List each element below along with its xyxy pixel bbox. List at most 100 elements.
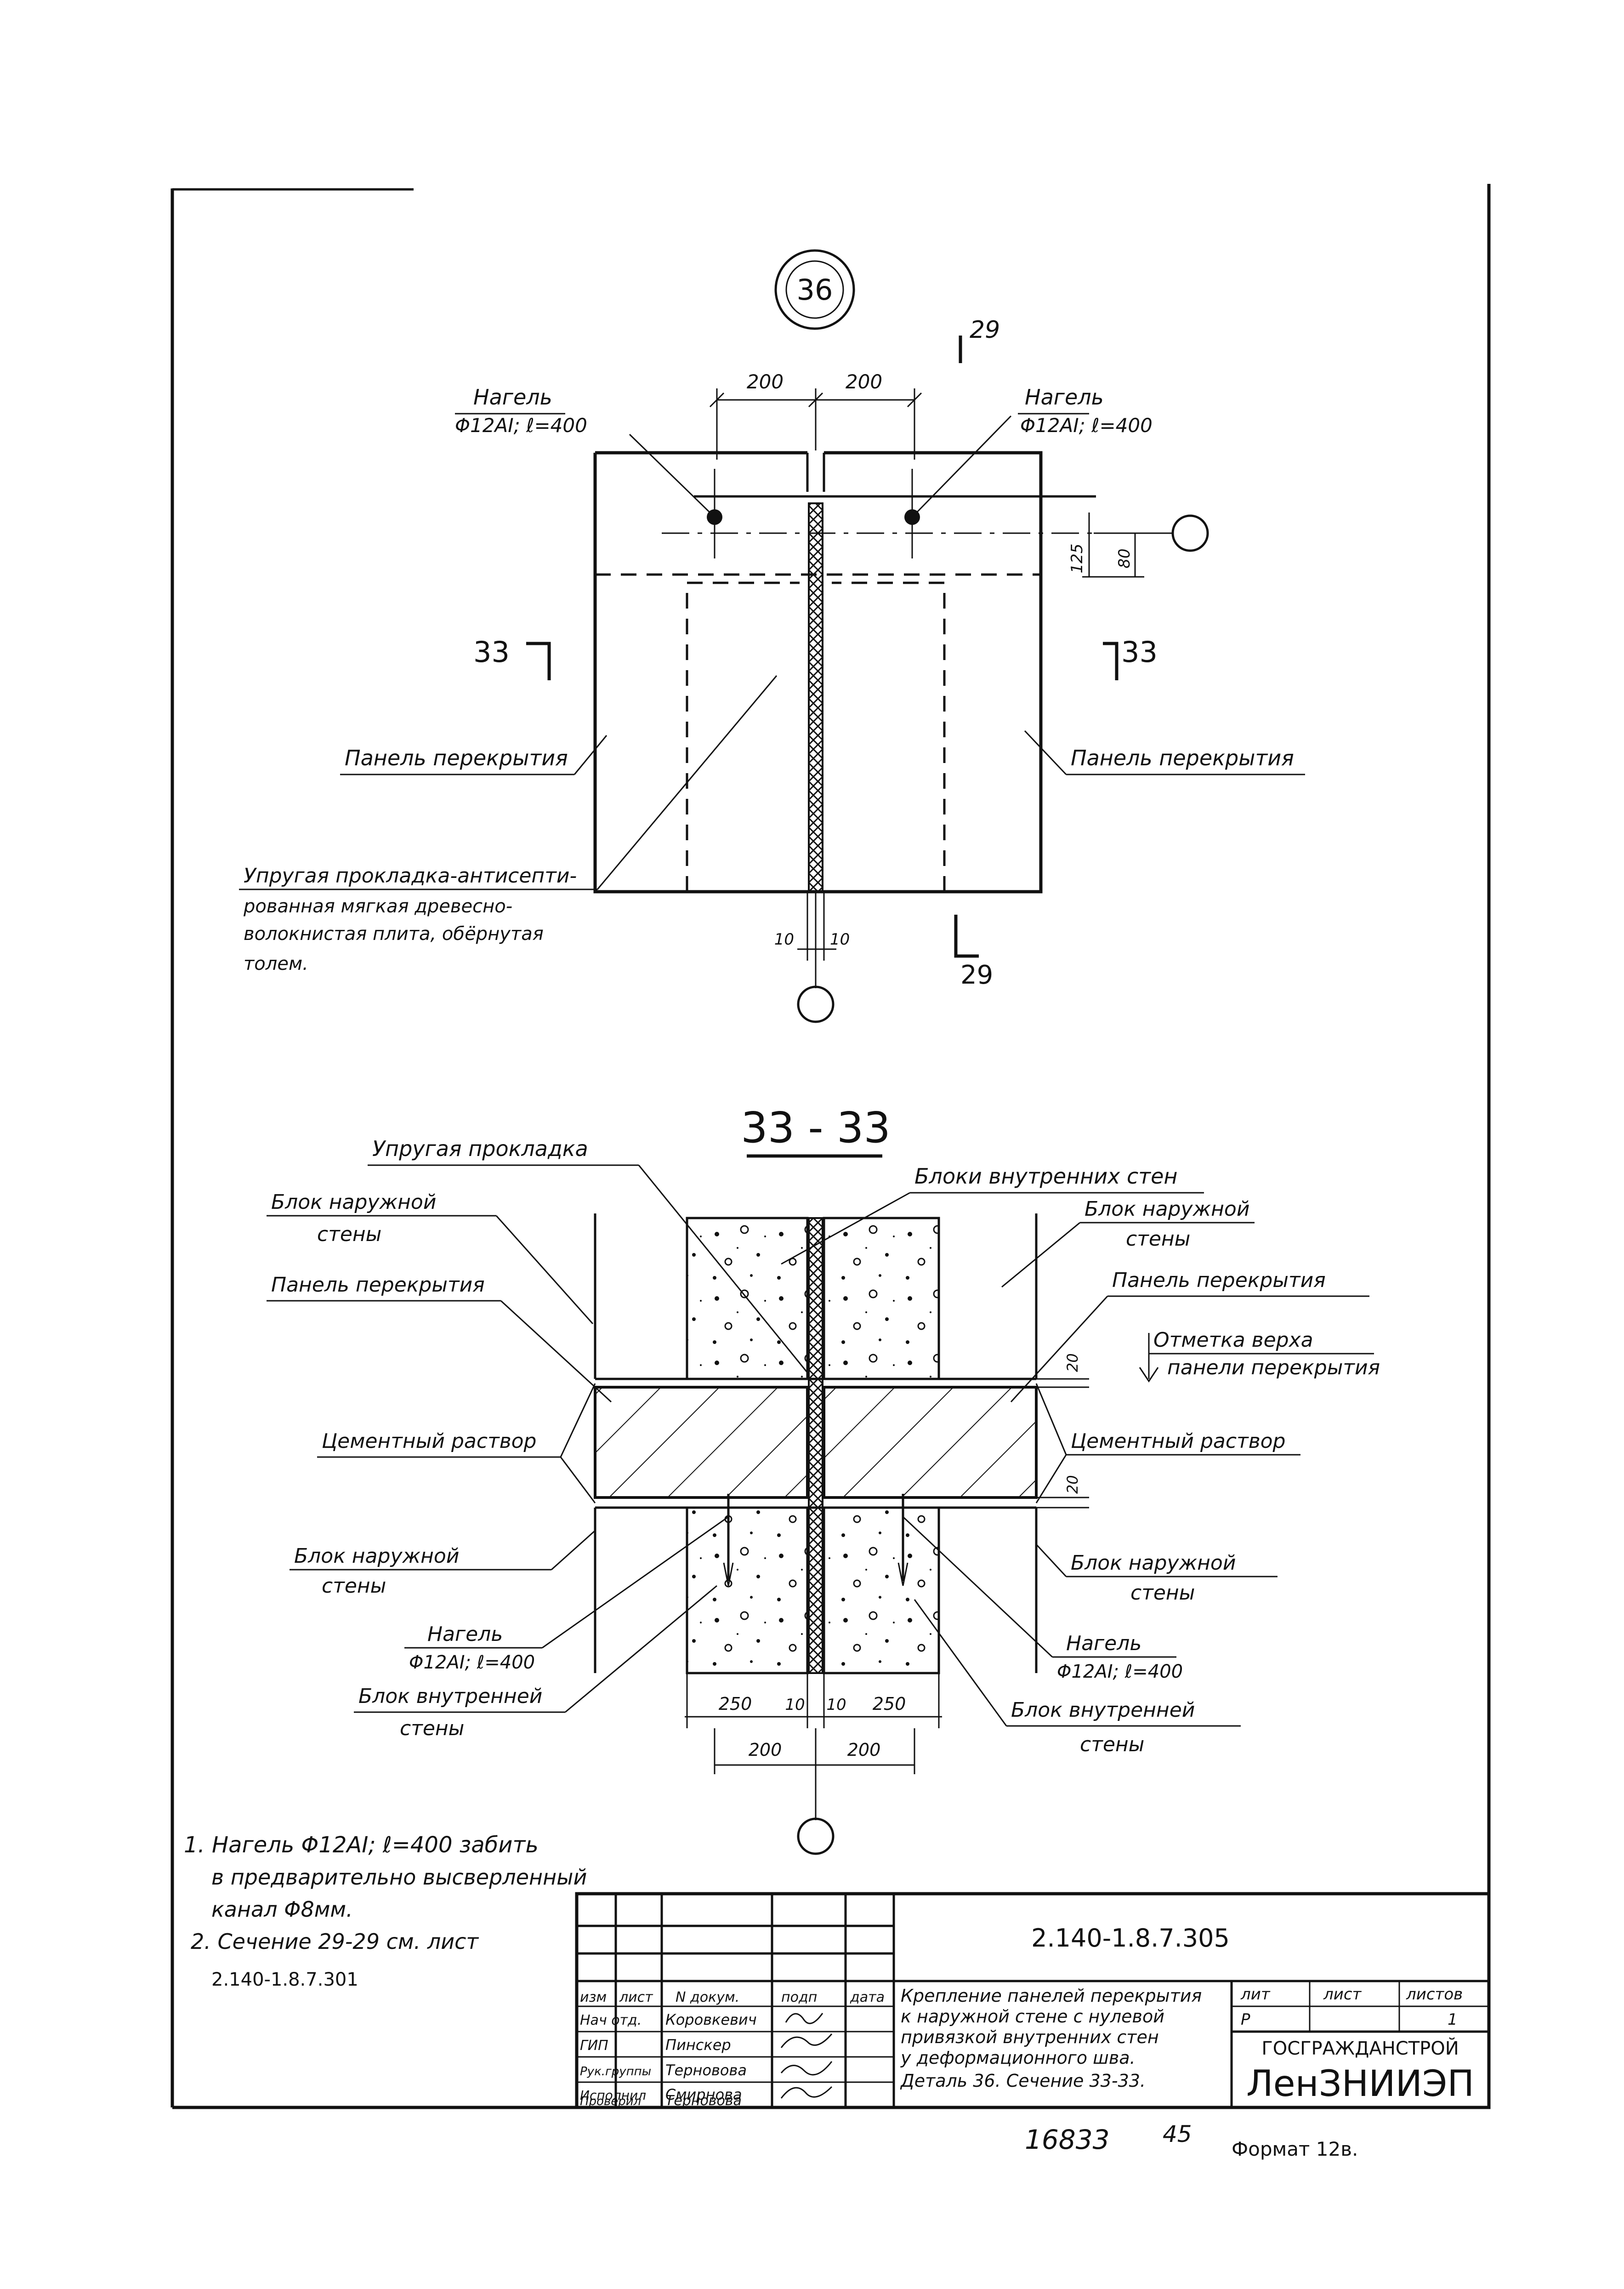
- name-1: Пинскер: [665, 2036, 731, 2054]
- note-line-3: канал Φ8мм.: [211, 1897, 353, 1922]
- s-dowel-right-2: Φ12AI; ℓ=400: [1057, 1661, 1183, 1682]
- dim-200-left: 200: [747, 370, 784, 393]
- section-marks: 29 29 33 33: [473, 316, 1158, 990]
- dim-20-bottom: 20: [1064, 1475, 1081, 1494]
- floor-panels-plan: [593, 451, 1209, 894]
- inner-block-upper-right: [823, 1217, 940, 1380]
- desc-3: у деформационного шва.: [900, 2048, 1136, 2068]
- name-3: Смирнова: [665, 2086, 742, 2103]
- role-1: ГИП: [580, 2038, 608, 2054]
- top-dimensions: 200 200 125 80 10 10: [709, 370, 1144, 1023]
- section-labels: Упругая прокладка Блоки внутренних стен …: [267, 1136, 1380, 1756]
- hdr-list: лист: [619, 1989, 653, 2005]
- name-0: Коровкевич: [665, 2011, 757, 2028]
- name-4: Тернов­ова: [665, 2093, 742, 2109]
- role-4: Проверил: [580, 2095, 641, 2108]
- s-inner-block-left-2: стены: [400, 1717, 464, 1740]
- s-inner-block-left-1: Блок внутренней: [358, 1685, 542, 1708]
- dowel-right-label-1: Нагель: [1025, 385, 1104, 410]
- hdr-izm: изм: [580, 1989, 607, 2005]
- panel-left-label: Панель перекрытия: [345, 746, 568, 770]
- s-outer-bottom-left-2: стены: [322, 1574, 386, 1598]
- section-33-left: 33: [473, 635, 510, 669]
- stage-hdr-listov: листов: [1406, 1985, 1463, 2004]
- desc-0: Крепление панелей перекрытия: [901, 1986, 1202, 2006]
- detail-marker: 36: [774, 249, 855, 330]
- section-33-33: 33 - 33 20: [267, 1103, 1380, 1855]
- s-outer-top-right-2: стены: [1126, 1227, 1190, 1251]
- desc-2: привязкой внутренних стен: [901, 2027, 1159, 2047]
- section-title: 33 - 33: [741, 1103, 891, 1152]
- s-outer-top-left-1: Блок наружной: [271, 1190, 436, 1214]
- org-name: ГОСГРАЖДАНСТРОЙ: [1261, 2037, 1459, 2059]
- s-inner-block-right-2: стены: [1080, 1733, 1144, 1756]
- archive-number: 16833: [1025, 2124, 1110, 2155]
- note-line-4: 2. Сечение 29-29 см. лист: [191, 1929, 479, 1954]
- s-dowel-right-1: Нагель: [1066, 1632, 1141, 1655]
- gasket-label-4: толем.: [244, 953, 308, 974]
- detail-labels: Нагель Φ12AI; ℓ=400 Нагель Φ12AI; ℓ=400 …: [239, 385, 1305, 974]
- section-29-bottom: 29: [960, 960, 993, 990]
- page-number: 45: [1163, 2121, 1192, 2147]
- gasket-label-2: рованная мягкая древесно-: [243, 896, 512, 917]
- s-panel-right-label: Панель перекрытия: [1112, 1269, 1326, 1292]
- dim-10-left-s: 10: [785, 1696, 805, 1714]
- stage-hdr-list: лист: [1323, 1985, 1362, 2004]
- desc-4: Деталь 36. Сечение 33-33.: [900, 2071, 1146, 2091]
- inner-block-lower-left: [686, 1506, 809, 1674]
- s-outer-top-right-1: Блок наружной: [1085, 1197, 1249, 1221]
- s-gasket-label: Упругая прокладка: [372, 1136, 588, 1161]
- title-block: 2.140-1.8.7.305 изм лист N докум. подп д…: [575, 1892, 1491, 2109]
- s-outer-bottom-right-1: Блок наружной: [1071, 1551, 1236, 1575]
- dim-125: 125: [1068, 544, 1086, 574]
- dim-10-right-s: 10: [826, 1696, 846, 1714]
- section-gasket: [808, 1217, 823, 1674]
- dim-200-left-s: 200: [749, 1740, 782, 1760]
- inner-block-lower-right: [823, 1506, 940, 1674]
- institute-name: ЛенЗНИИЭП: [1246, 2063, 1474, 2105]
- stage-hdr-lit: лит: [1240, 1985, 1271, 2004]
- stage-val-listov: 1: [1448, 2010, 1458, 2029]
- dim-250-left: 250: [719, 1694, 752, 1714]
- section-walls: [594, 1213, 1038, 1674]
- notes: 1. Нагель Φ12AI; ℓ=400 забить в предвари…: [184, 1832, 587, 1990]
- document-code: 2.140-1.8.7.305: [1031, 1924, 1230, 1953]
- role-2: Рук.группы: [580, 2065, 651, 2078]
- hdr-doc: N докум.: [676, 1989, 739, 2005]
- elastic-gasket: [808, 502, 823, 893]
- dowel-left-label-1: Нагель: [473, 385, 552, 410]
- detail-marker-number: 36: [797, 273, 833, 307]
- s-outer-bottom-right-2: стены: [1130, 1581, 1195, 1605]
- gasket-label-1: Упругая прокладка-антисепти-: [244, 864, 577, 888]
- footer: 16833 45 Формат 12в.: [1025, 2121, 1358, 2160]
- dim-250-right: 250: [873, 1694, 906, 1714]
- dowel-right-label-2: Φ12AI; ℓ=400: [1020, 414, 1153, 437]
- dim-200-right: 200: [846, 370, 882, 393]
- section-29-top: 29: [970, 316, 1000, 344]
- gasket-label-3: волокнистая плита, обёрнутая: [244, 923, 544, 945]
- stage-val-lit: Р: [1241, 2010, 1250, 2029]
- s-outer-bottom-left-1: Блок наружной: [294, 1544, 459, 1568]
- section-33-right: 33: [1121, 635, 1158, 669]
- s-inner-block-right-1: Блок внутренней: [1011, 1698, 1195, 1722]
- note-line-5: 2.140-1.8.7.301: [211, 1969, 358, 1990]
- role-0: Нач отд.: [580, 2012, 642, 2028]
- s-dowel-left-1: Нагель: [427, 1623, 503, 1646]
- note-line-1: 1. Нагель Φ12AI; ℓ=400 забить: [184, 1832, 539, 1858]
- note-line-2: в предварительно высверленный: [211, 1865, 587, 1890]
- s-top-mark-2: панели перекрытия: [1167, 1356, 1380, 1379]
- floor-slab-right: [823, 1386, 1038, 1499]
- signatures: [780, 2013, 833, 2099]
- panel-right-label: Панель перекрытия: [1071, 746, 1294, 770]
- s-inner-blocks-label: Блоки внутренних стен: [914, 1164, 1177, 1189]
- section-dimensions: 20 20 250 10 10 250 200 200: [685, 1353, 1089, 1855]
- s-panel-left-label: Панель перекрытия: [271, 1273, 485, 1297]
- s-top-mark-1: Отметка верха: [1153, 1328, 1313, 1352]
- floor-slab-left: [594, 1386, 809, 1499]
- dim-80: 80: [1115, 548, 1134, 568]
- dowel-left-label-2: Φ12AI; ℓ=400: [455, 414, 587, 437]
- s-outer-top-left-2: стены: [317, 1223, 381, 1246]
- dim-20-top: 20: [1064, 1353, 1081, 1372]
- dim-10-left: 10: [774, 930, 794, 949]
